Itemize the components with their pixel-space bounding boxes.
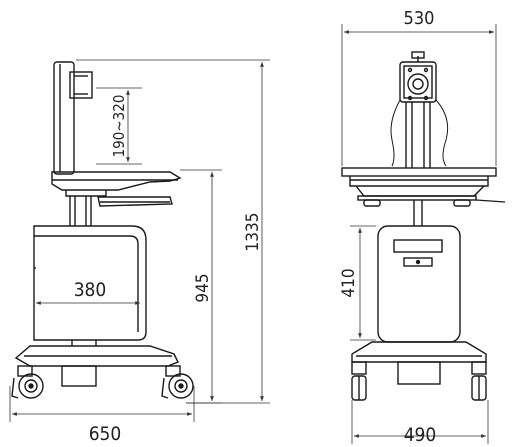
front-base [351,341,487,385]
label-front-base-width: 490 [404,424,437,446]
front-column [390,99,449,168]
front-monitor-mount [399,51,437,103]
side-monitor [53,61,93,175]
side-view [11,61,194,399]
front-caster-left [351,361,367,401]
label-cabinet-height: 410 [339,268,359,297]
front-dimensions [341,24,497,444]
side-caster-right [161,365,194,399]
side-column [69,196,92,226]
side-base [14,340,179,387]
front-cabinet [377,225,461,343]
front-caster-right [471,361,487,401]
label-top-width: 530 [404,8,435,29]
side-desk [51,171,182,207]
front-desk [341,167,506,207]
side-dimensions [9,59,270,422]
label-base-width: 650 [89,423,122,445]
label-cabinet-width: 380 [74,279,107,301]
side-caster-left [11,365,44,399]
front-view [341,51,506,401]
label-monitor-adjust: 190~320 [110,95,128,158]
label-lower-height: 945 [193,273,213,302]
label-overall-height: 1335 [243,213,263,252]
front-lower-column [413,200,423,226]
side-cabinet [33,225,147,341]
